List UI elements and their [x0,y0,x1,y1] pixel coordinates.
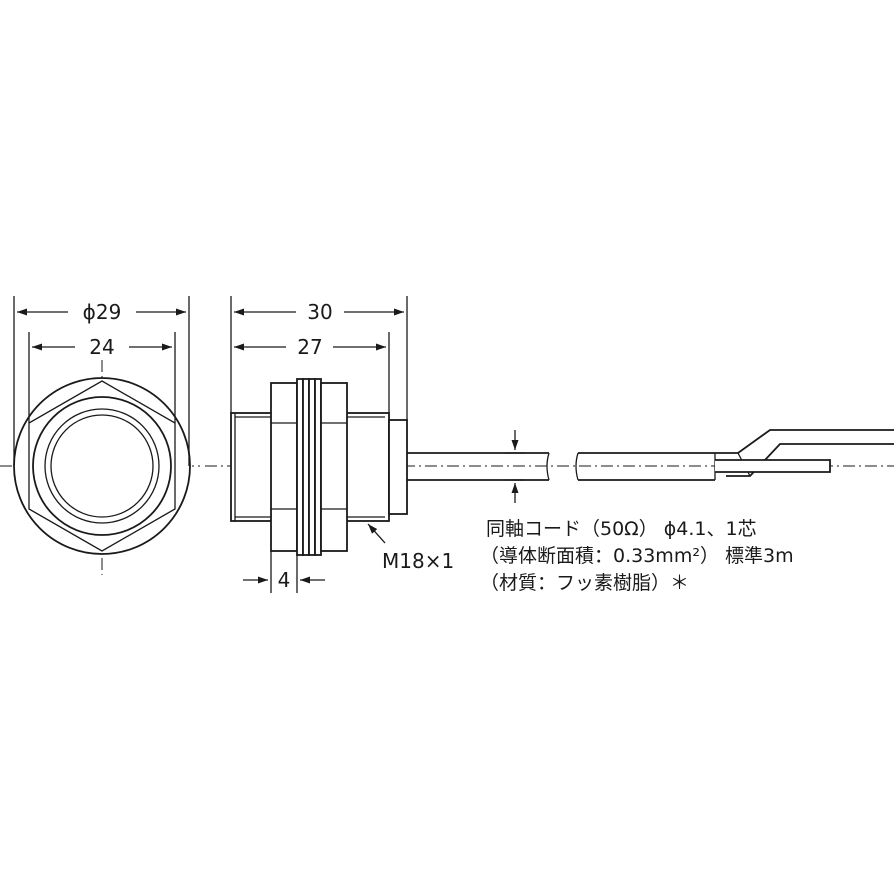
rear-cap [388,419,408,515]
side-dimensions: 30 27 4 M18×1 [230,296,525,593]
coaxial-cable [407,429,894,481]
dim-27: 27 [297,335,322,359]
dim-24: 24 [89,335,114,359]
thread-label: M18×1 [382,549,454,573]
sensing-face-outer [44,408,160,524]
dim-phi-29: ϕ29 [83,300,122,324]
sensing-face-inner [50,414,154,518]
cable-note-line3: （材質：フッ素樹脂）＊ [480,572,689,594]
washers [296,378,322,556]
dim-4: 4 [278,568,291,592]
cable-note-line1: 同軸コード（50Ω） ϕ4.1、1芯 [486,518,757,540]
front-view [0,360,200,575]
thread-leader [367,523,386,544]
side-view [205,378,894,556]
dim-30: 30 [307,300,332,324]
nut-left [270,382,298,552]
nut-right [320,382,348,552]
cable-note: 同軸コード（50Ω） ϕ4.1、1芯 （導体断面積：0.33mm²） 標準3m … [480,518,794,594]
front-dimensions: ϕ29 24 [13,296,190,466]
hex-inner-circle [32,396,172,536]
cable-note-line2: （導体断面積：0.33mm²） 標準3m [480,545,794,567]
